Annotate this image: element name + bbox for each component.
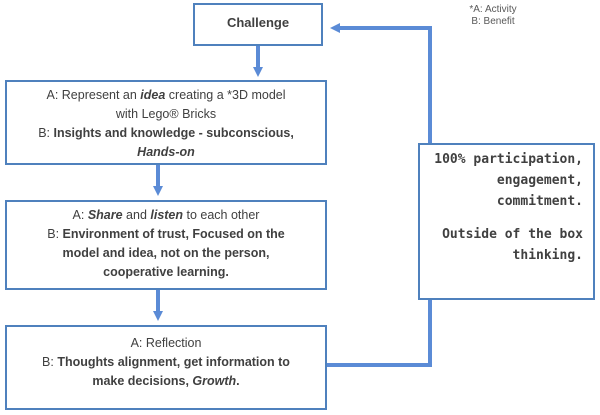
step3-benefit-prefix: B:	[42, 355, 58, 369]
step2-box: A: Share and listen to each other B: Env…	[5, 200, 327, 290]
step2-activity-prefix: A:	[72, 208, 88, 222]
outcome-line3: commitment.	[496, 194, 583, 209]
step2-activity-and: and	[122, 208, 151, 222]
step2-activity: A: Share and listen to each other	[7, 206, 325, 225]
outcome-line1: 100% participation,	[434, 152, 583, 167]
step3-benefit-period: .	[236, 374, 240, 388]
outcome-line2: engagement,	[496, 173, 583, 188]
challenge-box: Challenge	[193, 3, 323, 46]
step1-activity-line2: with Lego® Bricks	[115, 107, 217, 121]
legend-benefit: B: Benefit	[471, 16, 515, 27]
step2-benefit: B: Environment of trust, Focused on the	[7, 225, 325, 244]
step3-benefit: B: Thoughts alignment, get information t…	[7, 353, 325, 372]
step3-benefit-line1: Thoughts alignment, get information to	[57, 355, 290, 369]
step1-benefit-text: Insights and knowledge - subconscious,	[53, 126, 294, 140]
step2-benefit-prefix: B:	[47, 227, 63, 241]
outcome-line5: thinking.	[512, 248, 583, 263]
step3-benefit-text: make decisions,	[92, 374, 193, 388]
step1-activity-text: A: Represent an	[46, 88, 141, 102]
step3-activity: A: Reflection	[130, 336, 202, 350]
step1-box: A: Represent an idea creating a *3D mode…	[5, 80, 327, 165]
step1-activity-text-end: creating a *3D model	[165, 88, 286, 102]
step2-benefit-line3: cooperative learning.	[103, 265, 229, 279]
feedback-loop-arrow	[325, 23, 432, 367]
step2-activity-share: Share	[87, 208, 123, 222]
legend: *A: Activity B: Benefit	[452, 4, 534, 28]
step1-benefit-prefix: B:	[38, 126, 54, 140]
step1-benefit-emphasis: Hands-on	[137, 145, 195, 159]
legend-activity: *A: Activity	[469, 4, 517, 15]
outcome-line4: Outside of the box	[442, 227, 583, 242]
step3-benefit-line2: make decisions, Growth.	[7, 372, 325, 391]
challenge-label: Challenge	[226, 15, 290, 30]
step2-benefit-line1: Environment of trust, Focused on the	[62, 227, 285, 241]
step2-activity-listen: listen	[150, 208, 184, 222]
step2-benefit-line2: model and idea, not on the person,	[62, 246, 270, 260]
step1-activity: A: Represent an idea creating a *3D mode…	[7, 86, 325, 105]
step1-benefit: B: Insights and knowledge - subconscious…	[7, 124, 325, 143]
outcome-box: 100% participation, engagement, commitme…	[418, 143, 595, 300]
outcome-spacer	[426, 212, 583, 224]
step3-benefit-growth: Growth	[192, 374, 237, 388]
step2-activity-end: to each other	[183, 208, 260, 222]
step1-activity-emphasis: idea	[140, 88, 166, 102]
step3-box: A: Reflection B: Thoughts alignment, get…	[5, 325, 327, 410]
